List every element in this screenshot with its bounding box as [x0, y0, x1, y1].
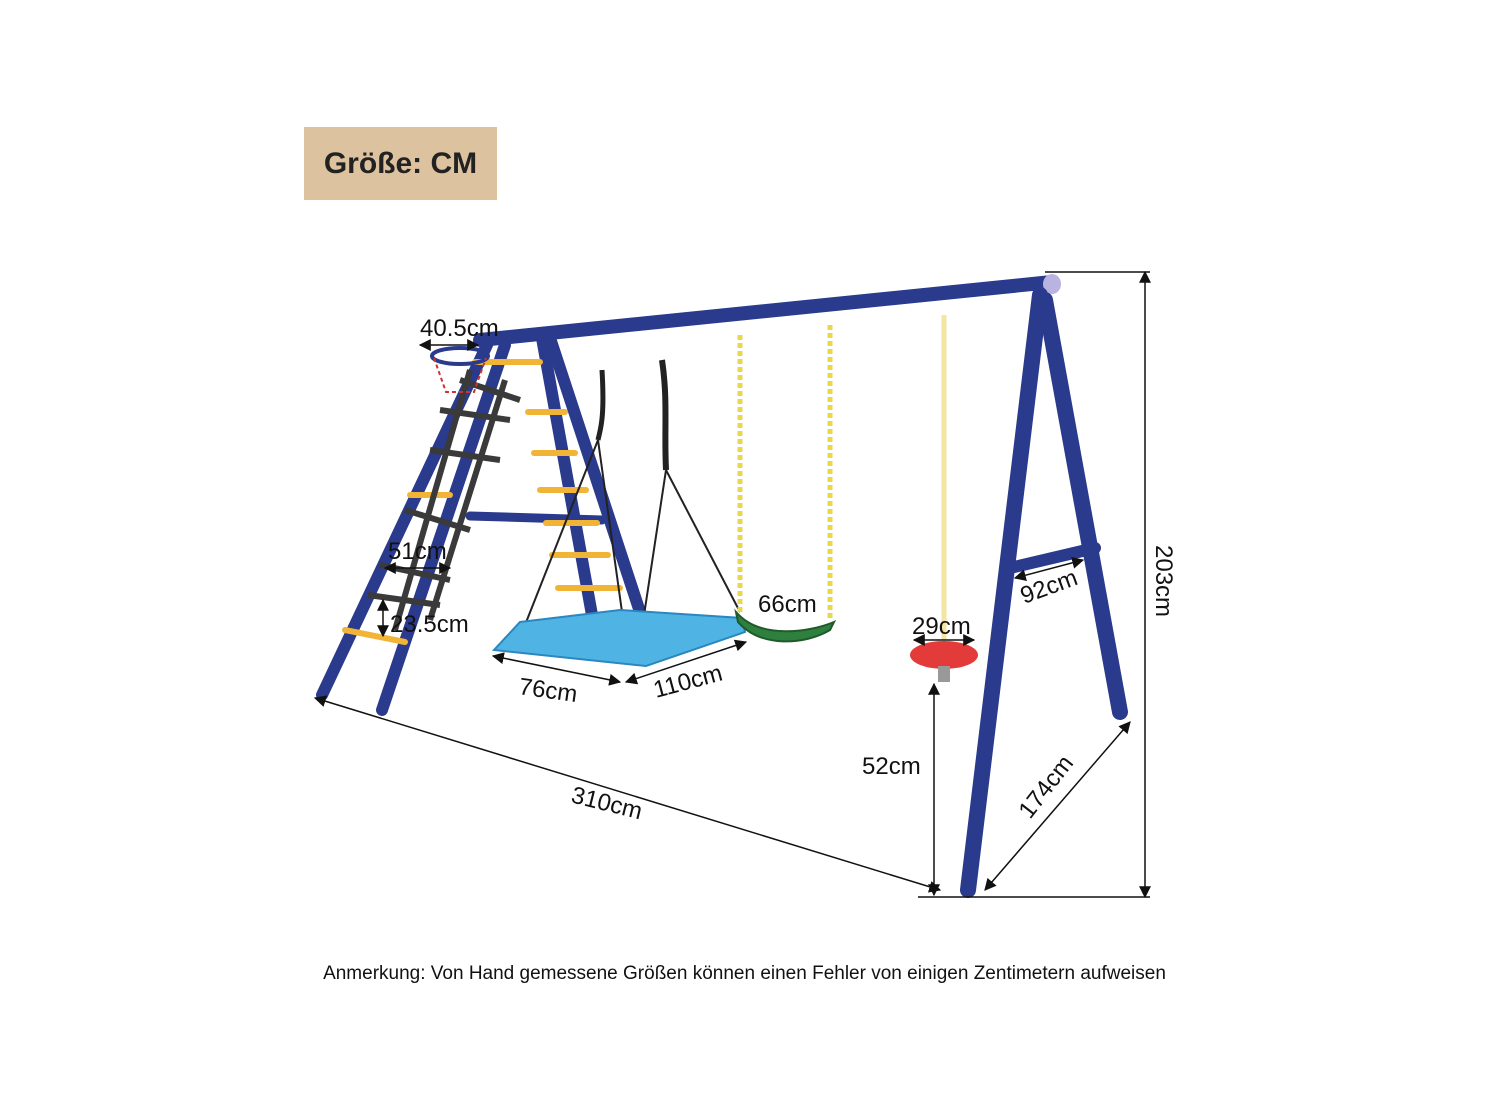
right-crossbar	[1004, 542, 1101, 574]
belt-seat	[734, 608, 837, 643]
size-label: Größe: CM	[323, 146, 478, 180]
dimension-lines	[313, 270, 1151, 899]
left-leg-inner	[376, 339, 511, 716]
platform-seat	[491, 608, 747, 668]
platform-swing	[491, 359, 747, 668]
dim-total-height: 203cm	[1150, 545, 1177, 617]
climbing-net	[367, 369, 521, 631]
belt-swing	[734, 325, 837, 643]
dim-platform-length: 110cm	[651, 660, 726, 704]
measurement-note: Anmerkung: Von Hand gemessene Größen kön…	[323, 963, 1166, 984]
size-badge: Größe: CM	[304, 127, 497, 200]
left-leg-ladder-right	[544, 332, 646, 618]
right-a-frame-leg-front	[960, 287, 1048, 898]
disc-swing	[910, 315, 978, 682]
beam-end-cap	[1043, 274, 1061, 294]
dim-net-width: 51cm	[388, 538, 447, 565]
left-leg-ladder-left	[536, 332, 598, 621]
swing-set-diagram: 40.5cm 51cm 23.5cm 76cm 110cm 66cm 29cm …	[313, 270, 1177, 899]
right-a-frame-leg-back	[1037, 292, 1128, 720]
dim-rung-spacing: 23.5cm	[390, 611, 469, 638]
disc-seat	[910, 641, 978, 669]
dim-base-depth: 174cm	[1013, 750, 1079, 823]
dim-crossbar-width: 92cm	[1017, 564, 1081, 609]
top-beam	[473, 275, 1059, 347]
dim-platform-width: 76cm	[517, 673, 579, 708]
dim-disc-diameter: 29cm	[912, 613, 971, 640]
dim-top-rail-width: 40.5cm	[420, 315, 499, 342]
left-crossbar	[465, 511, 607, 525]
ladder-rungs	[342, 359, 623, 645]
dim-belt-seat-width: 66cm	[758, 591, 817, 618]
dim-seat-height: 52cm	[862, 753, 921, 780]
